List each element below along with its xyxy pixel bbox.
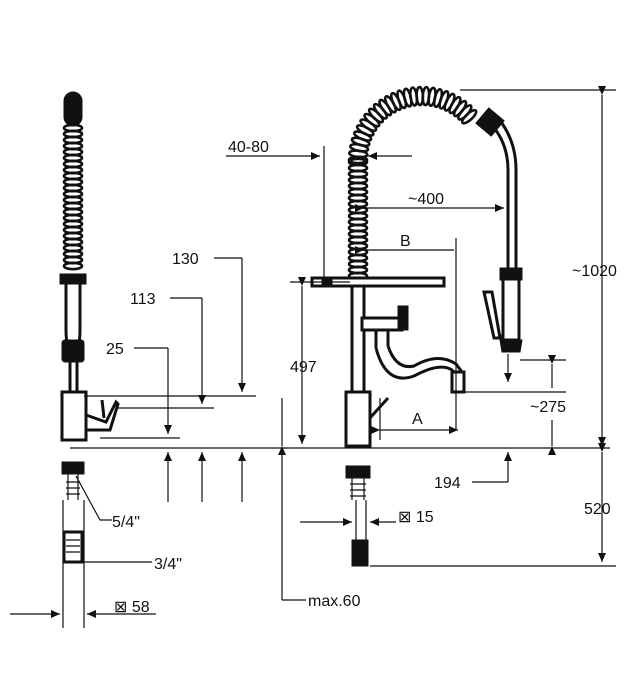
side-body bbox=[60, 390, 88, 442]
dim-130: 130 bbox=[172, 251, 199, 268]
dim-a: A bbox=[412, 411, 423, 428]
side-hose-cap bbox=[63, 91, 83, 127]
front-spray-head bbox=[501, 280, 521, 342]
dim-400: ~400 bbox=[408, 191, 444, 208]
front-spring-coil bbox=[347, 85, 478, 287]
side-base-nut bbox=[61, 461, 85, 475]
dimension-lines bbox=[10, 86, 616, 618]
dim-max-60: max.60 bbox=[308, 593, 361, 610]
front-lower-connector bbox=[351, 539, 369, 567]
front-hose-tube bbox=[485, 118, 510, 268]
dim-113: 113 bbox=[130, 291, 156, 308]
side-view bbox=[59, 91, 120, 628]
dimension-labels: 40-80 ~400 B 130 113 497 25 ~1020 ~275 A… bbox=[106, 139, 617, 616]
front-riser-pipe bbox=[350, 286, 366, 392]
side-lower-connector bbox=[62, 530, 84, 564]
front-view bbox=[310, 85, 523, 567]
side-lever bbox=[85, 399, 120, 432]
front-lever bbox=[368, 396, 390, 420]
dim-58: ⊠ 58 bbox=[114, 599, 150, 616]
front-hose-clip bbox=[475, 107, 505, 137]
front-swing-spout bbox=[360, 305, 466, 394]
dim-25: 25 bbox=[106, 341, 124, 358]
dim-3-4: 3/4" bbox=[154, 556, 182, 573]
dim-15: ⊠ 15 bbox=[398, 509, 434, 526]
dim-497: 497 bbox=[290, 359, 317, 376]
dim-5-4: 5/4" bbox=[112, 514, 140, 531]
side-spring-coil bbox=[62, 123, 84, 271]
dim-520: 520 bbox=[584, 501, 611, 518]
dim-1020: ~1020 bbox=[572, 263, 617, 280]
dim-b: B bbox=[400, 233, 411, 250]
front-body bbox=[344, 390, 372, 448]
dim-275: ~275 bbox=[530, 399, 566, 416]
dim-40-80: 40-80 bbox=[228, 139, 269, 156]
side-collar bbox=[59, 273, 87, 285]
front-base-nut bbox=[345, 465, 371, 479]
front-spray-collar bbox=[499, 267, 523, 281]
side-spray-nozzle bbox=[61, 339, 85, 363]
dim-194: 194 bbox=[434, 475, 461, 492]
side-riser-pipe bbox=[68, 362, 79, 392]
